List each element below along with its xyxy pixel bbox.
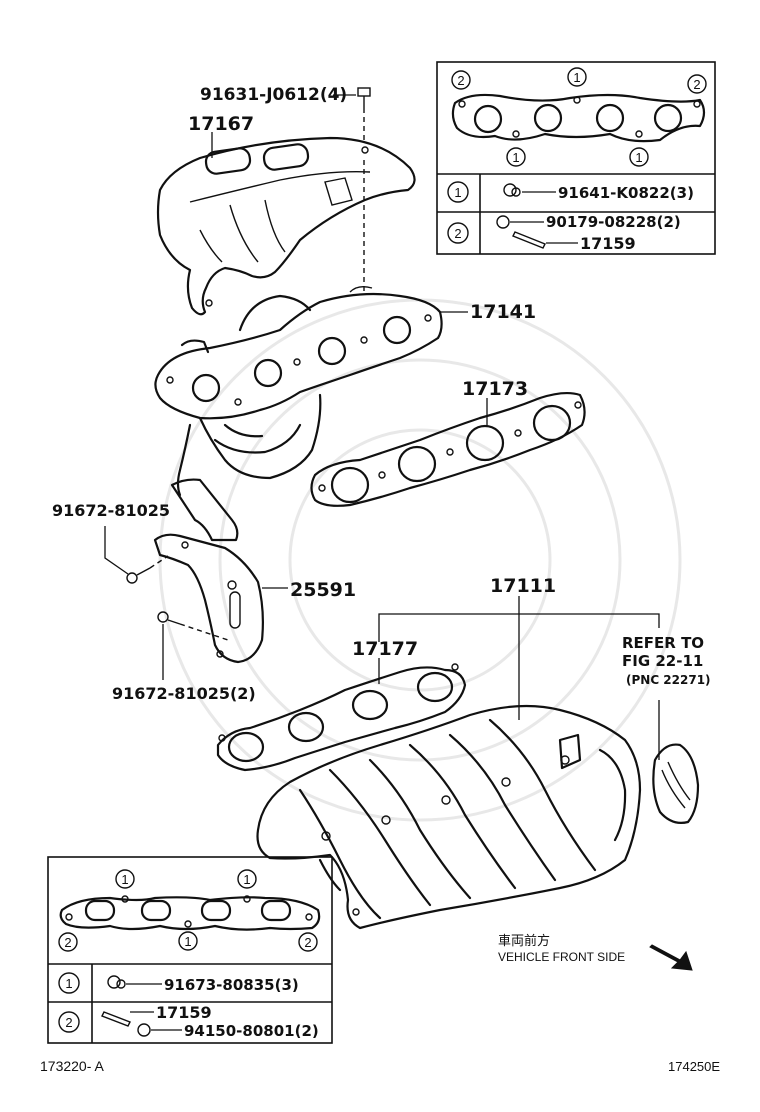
marker-two: 2 <box>693 77 700 92</box>
bottom-gasket-table: 1 1 2 1 2 1 91673-80835(3) 2 17159 94150… <box>47 856 333 1044</box>
footer-right-code: 174250E <box>668 1059 720 1074</box>
bolt-91672-icon <box>126 567 151 584</box>
gasket-17177 <box>216 663 467 772</box>
nut-icon <box>503 183 521 197</box>
callout-bolt-left: 91672-81025 <box>52 501 170 520</box>
marker-one: 1 <box>243 872 250 887</box>
callout-gasket-intake: 17177 <box>352 638 418 660</box>
vehicle-front-arrow-icon <box>649 944 693 971</box>
watermark-emblem <box>158 298 682 822</box>
callout-gasket-exhaust: 17173 <box>462 378 528 400</box>
callout-bolt-top: 91631-J0612(4) <box>200 85 347 105</box>
bolt-91672-icon <box>157 611 181 625</box>
top-gasket-table: 2 1 2 1 1 1 91641-K0822(3) 2 90179-08228… <box>436 61 716 255</box>
bottom-row1-marker: 1 <box>65 976 72 991</box>
marker-one: 1 <box>512 150 519 165</box>
bottom-row2-part-b: 94150-80801(2) <box>184 1022 319 1040</box>
stud-bolt-icon <box>512 231 546 249</box>
top-table-border <box>436 61 716 255</box>
bottom-table-gasket-shape <box>59 896 321 931</box>
bottom-row1-part: 91673-80835(3) <box>164 976 299 994</box>
bottom-row2-marker: 2 <box>65 1015 72 1030</box>
marker-one: 1 <box>184 934 191 949</box>
marker-one: 1 <box>121 872 128 887</box>
callout-heat-insulator: 17167 <box>188 113 254 135</box>
refer-line-2: FIG 22-11 <box>622 652 703 670</box>
exhaust-manifold-17141 <box>154 285 443 497</box>
heat-insulator-17167 <box>156 136 416 316</box>
top-row2-part-b: 17159 <box>580 234 636 253</box>
nut-icon <box>496 215 510 229</box>
marker-one: 1 <box>573 70 580 85</box>
marker-two: 2 <box>457 73 464 88</box>
bottom-row2-part-a: 17159 <box>156 1003 212 1022</box>
marker-one: 1 <box>635 150 642 165</box>
callout-intake-manifold: 17111 <box>490 575 556 597</box>
callout-bolt-left-2: 91672-81025(2) <box>112 684 256 703</box>
direction-en: VEHICLE FRONT SIDE <box>498 950 625 964</box>
bottom-table-border <box>47 856 333 1044</box>
marker-two: 2 <box>64 935 71 950</box>
intake-manifold-17111 <box>256 704 642 930</box>
direction-jp: 車両前方 <box>498 933 550 948</box>
gasket-17173 <box>310 391 586 507</box>
footer-left-code: 173220- A <box>40 1058 104 1074</box>
callout-bracket: 25591 <box>290 579 356 601</box>
top-table-gasket-shape <box>451 93 706 143</box>
nut-icon <box>137 1023 151 1037</box>
callout-exhaust-manifold: 17141 <box>470 301 536 323</box>
top-row2-part-a: 90179-08228(2) <box>546 213 681 231</box>
bolt-icon <box>107 975 126 989</box>
bolt-91631-icon <box>357 87 371 108</box>
top-row2-marker: 2 <box>454 226 461 241</box>
refer-line-3: (PNC 22271) <box>626 673 711 687</box>
refer-line-1: REFER TO <box>622 634 704 652</box>
throttle-gasket <box>652 743 700 824</box>
marker-two: 2 <box>304 935 311 950</box>
top-row1-part: 91641-K0822(3) <box>558 184 694 202</box>
top-row1-marker: 1 <box>454 185 461 200</box>
stud-bolt-icon <box>101 1011 131 1027</box>
bracket-25591 <box>153 478 264 664</box>
